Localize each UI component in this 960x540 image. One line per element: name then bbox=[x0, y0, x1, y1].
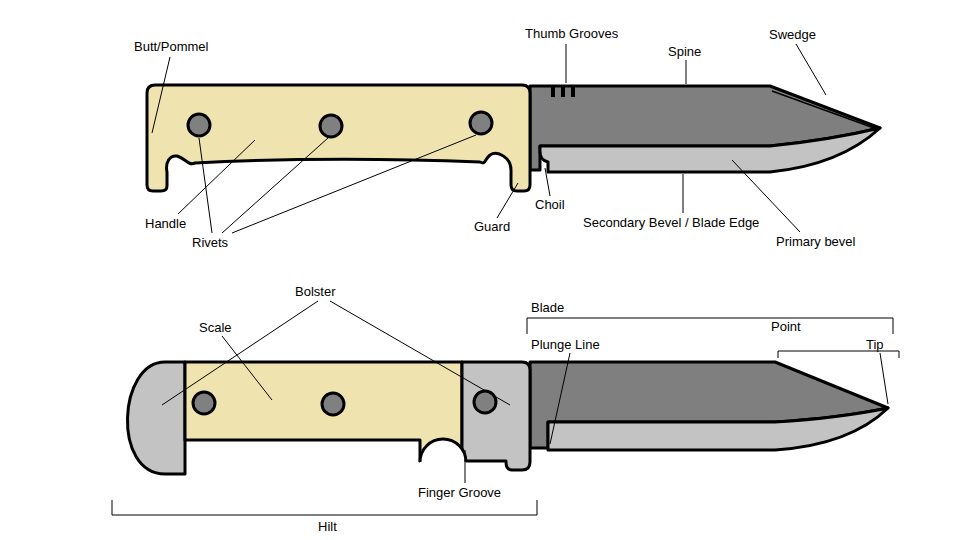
point-bracket bbox=[778, 351, 899, 358]
thumb-grooves bbox=[551, 86, 575, 97]
bottom-blade-bevel bbox=[548, 408, 888, 450]
part-label: Swedge bbox=[769, 27, 816, 42]
part-label: Spine bbox=[668, 44, 701, 59]
part-label: Bolster bbox=[295, 284, 335, 299]
top-knife bbox=[147, 85, 880, 191]
rivet bbox=[322, 393, 344, 415]
rivet bbox=[188, 114, 210, 136]
finger-groove-edge bbox=[420, 439, 466, 462]
part-label: Plunge Line bbox=[531, 337, 600, 352]
top-blade-bevel bbox=[540, 128, 880, 172]
leader-lines bbox=[112, 44, 899, 515]
part-label: Secondary Bevel / Blade Edge bbox=[583, 215, 759, 230]
pommel bbox=[127, 362, 185, 474]
part-label: Tip bbox=[866, 337, 884, 352]
rivet bbox=[470, 112, 492, 134]
part-label: Butt/Pommel bbox=[134, 39, 208, 54]
part-label: Primary bevel bbox=[776, 234, 855, 249]
rivet bbox=[474, 391, 496, 413]
part-label: Thumb Grooves bbox=[525, 26, 618, 41]
bottom-knife bbox=[127, 362, 888, 474]
rivet bbox=[193, 392, 215, 414]
rivet bbox=[320, 115, 342, 137]
scale bbox=[185, 362, 462, 461]
part-label: Guard bbox=[474, 219, 510, 234]
part-label: Hilt bbox=[318, 519, 337, 534]
swedge-line bbox=[772, 91, 874, 128]
part-label: Blade bbox=[531, 300, 564, 315]
part-label: Choil bbox=[535, 197, 565, 212]
part-label: Point bbox=[771, 319, 801, 334]
finger-groove-cut bbox=[420, 440, 466, 466]
part-label: Rivets bbox=[192, 235, 228, 250]
part-label: Scale bbox=[199, 320, 232, 335]
part-label: Finger Groove bbox=[418, 485, 501, 500]
blade-bracket bbox=[527, 318, 893, 334]
part-label: Handle bbox=[145, 216, 186, 231]
hilt-bracket bbox=[112, 500, 537, 515]
bolster bbox=[462, 362, 530, 470]
